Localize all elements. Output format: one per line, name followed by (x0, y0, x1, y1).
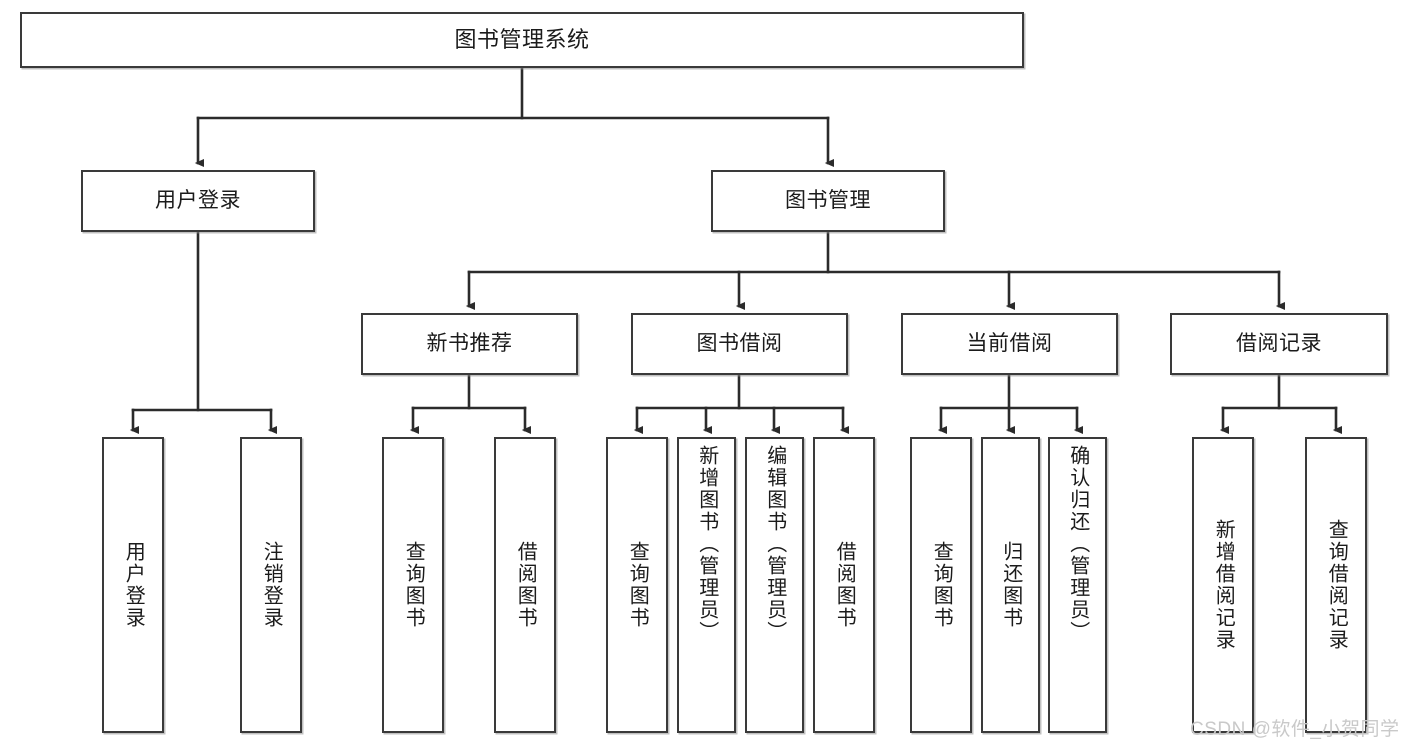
node-leaf-user-login[interactable]: 用户登录 (102, 437, 164, 733)
node-label: 确认归还（管理员） (1066, 445, 1089, 643)
node-leaf-query-book-current[interactable]: 查询图书 (910, 437, 972, 733)
node-label: 用户登录 (155, 188, 241, 212)
node-new-book-recommend[interactable]: 新书推荐 (361, 313, 578, 375)
node-book-management[interactable]: 图书管理 (711, 170, 945, 232)
node-leaf-confirm-return-admin[interactable]: 确认归还（管理员） (1048, 437, 1107, 733)
node-leaf-query-book-recommend[interactable]: 查询图书 (382, 437, 444, 733)
node-label: 新书推荐 (426, 331, 513, 355)
node-label: 图书管理系统 (454, 27, 590, 53)
node-label: 归还图书 (999, 541, 1022, 629)
node-leaf-query-borrow-record[interactable]: 查询借阅记录 (1305, 437, 1367, 733)
node-leaf-borrow-book[interactable]: 借阅图书 (813, 437, 875, 733)
node-label: 查询图书 (930, 541, 953, 629)
node-label: 新增图书（管理员） (695, 445, 718, 643)
node-leaf-return-book[interactable]: 归还图书 (981, 437, 1040, 733)
node-label: 查询图书 (626, 541, 649, 629)
node-label: 查询借阅记录 (1325, 519, 1348, 651)
node-leaf-logout[interactable]: 注销登录 (240, 437, 302, 733)
csdn-watermark: CSDN @软件_小贺同学 (1190, 719, 1400, 740)
node-user-login[interactable]: 用户登录 (81, 170, 315, 232)
node-leaf-edit-book-admin[interactable]: 编辑图书（管理员） (745, 437, 804, 733)
node-label: 图书管理 (785, 188, 871, 212)
node-leaf-add-book-admin[interactable]: 新增图书（管理员） (677, 437, 736, 733)
node-label: 用户登录 (122, 541, 145, 629)
node-leaf-add-borrow-record[interactable]: 新增借阅记录 (1192, 437, 1254, 733)
node-leaf-borrow-book-recommend[interactable]: 借阅图书 (494, 437, 556, 733)
node-root-book-management-system[interactable]: 图书管理系统 (20, 12, 1024, 68)
node-label: 查询图书 (402, 541, 425, 629)
node-borrow-record[interactable]: 借阅记录 (1170, 313, 1388, 375)
node-label: 图书借阅 (696, 331, 783, 355)
node-label: 借阅图书 (833, 541, 856, 629)
node-label: 借阅图书 (514, 541, 537, 629)
node-book-borrow[interactable]: 图书借阅 (631, 313, 848, 375)
node-label: 编辑图书（管理员） (763, 445, 786, 643)
node-current-borrow[interactable]: 当前借阅 (901, 313, 1118, 375)
node-label: 注销登录 (260, 541, 283, 629)
node-label: 当前借阅 (966, 331, 1053, 355)
node-leaf-query-book-borrow[interactable]: 查询图书 (606, 437, 668, 733)
node-label: 借阅记录 (1236, 331, 1322, 355)
node-label: 新增借阅记录 (1212, 519, 1235, 651)
